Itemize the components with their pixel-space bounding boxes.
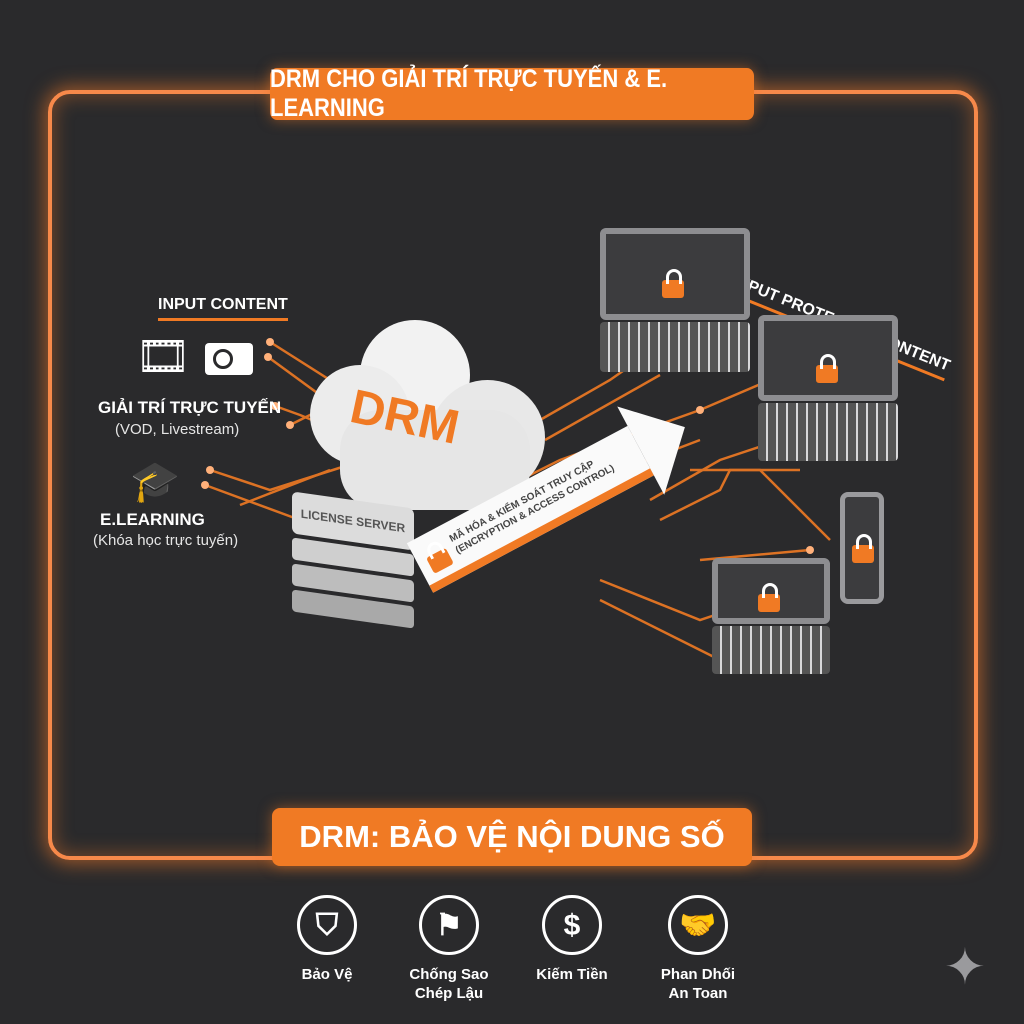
feature-safe-distribution: 🤝Phan Dhối An Toan — [643, 895, 753, 1003]
feature-monetize: $Kiếm Tiền — [517, 895, 627, 984]
elearning-label: E.LEARNING — [100, 510, 205, 529]
video-camera-icon — [205, 343, 253, 375]
dollar-icon: $ — [542, 895, 602, 955]
license-server: LICENSE SERVER — [292, 491, 414, 629]
handshake-icon: 🤝 — [668, 895, 728, 955]
lock-icon — [816, 354, 838, 383]
entertainment-sub: (VOD, Livestream) — [115, 421, 240, 438]
elearning-sub: (Khóa học trực tuyến) — [93, 532, 239, 549]
shield-icon: ⛉ — [297, 895, 357, 955]
page-title: DRM CHO GIẢI TRÍ TRỰC TUYẾN & E. LEARNIN… — [270, 65, 754, 122]
input-heading: INPUT CONTENT — [158, 296, 288, 321]
sparkle-icon: ✦ — [944, 939, 986, 995]
laptop-2 — [758, 315, 898, 461]
lock-icon — [662, 269, 684, 298]
feature-protect: ⛉Bảo Vệ — [272, 895, 382, 984]
lock-icon — [758, 583, 780, 612]
laptop-1 — [600, 228, 750, 372]
laptop-3 — [712, 558, 830, 674]
film-reel-icon: 🎞 — [135, 332, 191, 381]
smartphone — [840, 492, 884, 604]
entertainment-label: GIẢI TRÍ TRỰC TUYẾN — [98, 398, 282, 417]
flag-icon: ⚑ — [419, 895, 479, 955]
lock-icon — [852, 534, 874, 563]
feature-anti-piracy: ⚑Chống Sao Chép Lậu — [394, 895, 504, 1003]
bottom-title: DRM: BẢO VỆ NỘI DUNG SỐ — [272, 808, 752, 866]
graduation-cap-icon: 🎓 — [130, 460, 180, 504]
